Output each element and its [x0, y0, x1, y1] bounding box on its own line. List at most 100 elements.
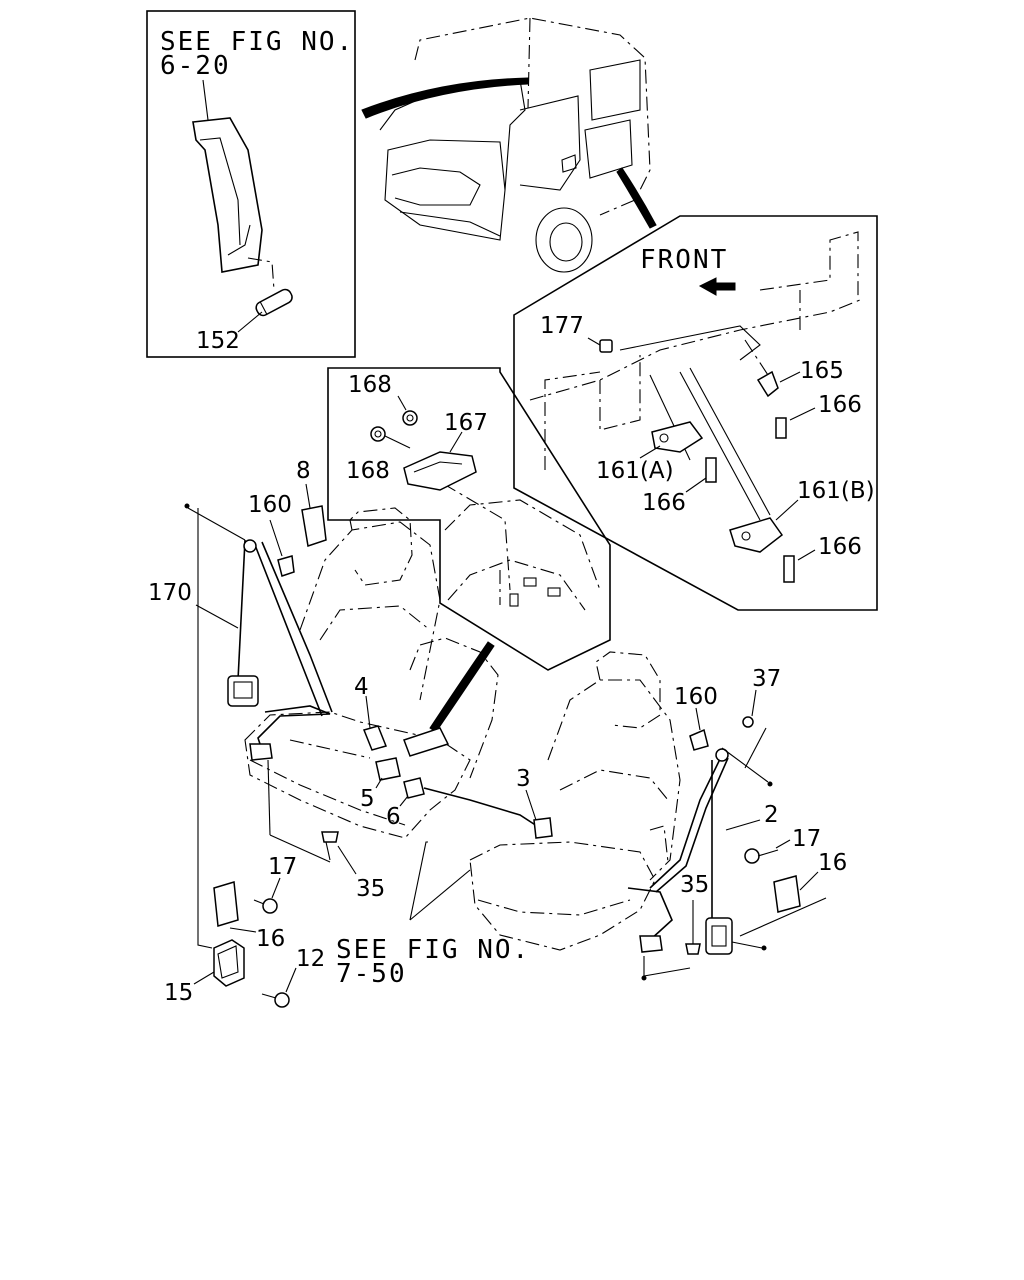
floor-hidden-line-4	[759, 231, 859, 300]
floor-hidden-line-2	[544, 371, 601, 470]
leader-166c	[797, 549, 816, 561]
seat-ref-line1: SEE FIG NO.	[336, 935, 530, 965]
leader-6	[399, 795, 409, 807]
front-arrow-icon	[698, 277, 736, 296]
callout-160b: 160	[674, 684, 718, 710]
buckle-pointer-arrow	[429, 641, 495, 733]
leader-152	[237, 311, 263, 333]
part-15-cover-face	[217, 945, 239, 979]
right-seat-cushion-seam	[477, 899, 631, 916]
part-161b-hole	[741, 531, 751, 541]
pillar-trim-edge	[199, 137, 241, 246]
right-seat-cushion	[469, 841, 656, 951]
anchor-guide-b1	[679, 371, 761, 521]
callout-12: 12	[296, 946, 325, 972]
part-35b-clip	[685, 943, 701, 955]
pillar-ref-leader	[202, 79, 209, 121]
belt-170-retractor-cover	[233, 681, 253, 699]
part-166b-bolt	[705, 457, 717, 483]
floor-hidden-line-3	[599, 355, 641, 431]
belt-2-shoulder-web	[649, 754, 723, 889]
callout-170: 170	[148, 580, 192, 606]
leader-2	[725, 819, 761, 831]
cab-roof-outline	[414, 17, 651, 216]
leader-167	[449, 431, 463, 453]
callout-168a: 168	[348, 372, 392, 398]
leader-161a	[639, 445, 661, 459]
part-5-buckle	[375, 757, 401, 781]
left-seat-cushion	[244, 711, 471, 839]
part-37-washer	[742, 716, 754, 728]
part-167-bracket	[403, 451, 477, 491]
leader-16a	[229, 927, 257, 933]
leader-37	[751, 689, 757, 717]
left-seat-back	[299, 521, 441, 701]
belt-170-retractor	[227, 675, 259, 707]
buckle-bracket	[403, 727, 450, 757]
leader-166b	[685, 477, 707, 493]
part-8-cover	[301, 505, 327, 547]
floor-pointer-arrow	[616, 167, 657, 229]
part-16a-plate	[213, 881, 239, 927]
seat-ref-leader-1	[409, 841, 428, 921]
part-17a-screw	[262, 898, 278, 914]
leader-160b	[695, 707, 701, 731]
leader-165	[779, 371, 801, 383]
leader-170-top-dot	[184, 503, 190, 509]
right-headrest	[595, 651, 661, 729]
part-161b-anchor	[729, 517, 784, 553]
right-bracket-line-4	[731, 941, 763, 949]
right-bracket-dot-2	[761, 945, 767, 951]
pillar-inset-frame	[146, 10, 356, 358]
seat-ref: SEE FIG NO. 7-50	[336, 841, 530, 989]
leader-12	[285, 967, 297, 993]
left-seat-cushion-edge	[249, 759, 406, 826]
callout-166c: 166	[818, 534, 862, 560]
right-bracket-dot-1	[767, 781, 773, 787]
part-4-buckle	[362, 725, 388, 751]
belt-2-retractor	[705, 917, 733, 955]
leader-15	[193, 971, 215, 985]
leader-17b	[775, 839, 791, 849]
center-seat-back	[409, 637, 499, 779]
door-handle	[561, 154, 577, 173]
leader-168b-link	[384, 435, 411, 449]
leader-17a	[271, 877, 281, 899]
belt-170-lower-anchor	[249, 743, 273, 761]
belt-170-lap-web	[257, 705, 331, 751]
leader-168a	[397, 395, 407, 411]
part-177-clip	[599, 339, 613, 353]
buckle-inset-pin-c	[509, 593, 519, 607]
pillar-pointer-arrow	[361, 77, 529, 119]
leader-16b	[799, 871, 819, 891]
right-bracket-line-2	[744, 727, 767, 769]
belt-2-lower-anchor	[639, 935, 663, 953]
pillar-ref-line1: SEE FIG NO.	[160, 27, 354, 57]
grille	[391, 167, 481, 206]
callout-35b: 35	[680, 872, 709, 898]
buckle-inset: 168 168 167	[327, 367, 611, 671]
buckle-inset-hidden-2	[447, 559, 586, 611]
floor-hidden-line-1	[529, 299, 861, 401]
leader-5	[375, 777, 383, 789]
link-line-left-1	[267, 759, 271, 836]
callout-2: 2	[764, 802, 779, 828]
callout-17b: 17	[792, 826, 821, 852]
buckle-inset-hidden-1	[444, 499, 601, 591]
callout-160a: 160	[248, 492, 292, 518]
left-headrest	[349, 507, 413, 586]
part-12-screw	[274, 992, 290, 1008]
belt-170-upper-anchor	[243, 539, 257, 553]
right-lower-link	[643, 956, 691, 977]
belt-170-shoulder-web-2	[261, 541, 333, 713]
callout-5: 5	[360, 786, 375, 812]
part-167-bracket-edge	[413, 461, 463, 473]
part-35a-stem	[325, 841, 331, 861]
part-152-plug	[255, 288, 293, 317]
callout-161b: 161(B)	[797, 478, 875, 504]
part-3-buckle	[533, 817, 553, 839]
leader-35a	[337, 845, 357, 875]
part-166a-bolt	[775, 417, 787, 439]
leader-8	[305, 483, 311, 509]
part-16b-plate	[773, 875, 801, 913]
